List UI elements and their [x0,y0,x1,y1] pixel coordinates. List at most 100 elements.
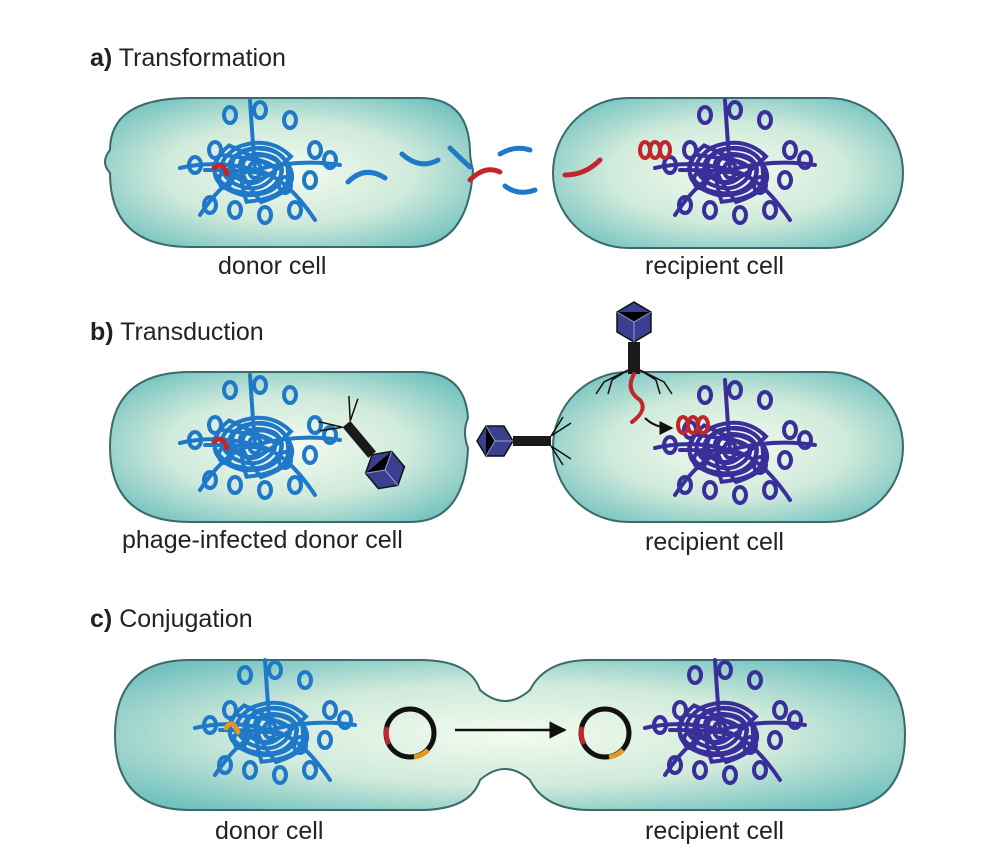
chromosome-loop [307,140,323,160]
chromosome-loop [302,760,318,780]
chromosome-loop [322,425,338,445]
chromosome-loop [217,755,233,775]
chromosome-loop [727,100,743,120]
integrated-dna-loops-b [676,415,710,435]
chromosome-loop [797,150,813,170]
chromosome-loop [762,480,778,500]
chromosome-tendril [253,168,317,222]
plasmid-donor [383,706,437,760]
phage-on-recipient [595,301,673,395]
caption-recipient-b: recipient cell [645,528,784,556]
chromosome-loop [202,195,218,215]
donor-chromosome-a [178,98,342,225]
caption-donor-b: phage-infected donor cell [122,526,403,554]
chromosome-loop [277,175,293,195]
chromosome-loop [222,380,238,400]
chromosome-loop [667,755,683,775]
chromosome-loop [257,480,273,500]
dna-fragment [502,183,538,195]
injected-dna-red [628,372,645,424]
chromosome-loop [337,710,353,730]
chromosome-loop [687,665,703,685]
phage-between-cells [476,416,572,466]
chromosome-loop [302,445,318,465]
chromosome-loop [222,700,238,720]
chromosome-tendril [723,378,732,452]
recipient-chromosome-c [643,658,807,785]
panel-title-text: Transduction [120,318,264,346]
donor-dna-red-segment-a [211,162,230,177]
donor-dna-orange-segment-c [223,721,241,735]
chromosome-tendril [718,720,807,732]
chromosome-loop [697,105,713,125]
chromosome-tendril [663,728,722,777]
chromosome-tendril [248,373,257,447]
chromosome-loop [727,380,743,400]
chromosome-tendril [253,435,342,447]
chromosome-loop [252,100,268,120]
chromosome-tendril [198,168,257,217]
chromosome-loop [682,140,698,160]
chromosome-loop [257,205,273,225]
panel-letter: a) [90,44,113,72]
chromosome-loop [237,665,253,685]
chromosome-loop [747,670,763,690]
chromosome-tendril [718,728,782,782]
recipient-chromosome-a [653,98,817,225]
panel-title-c: c) Conjugation [90,605,253,634]
phage-inside-donor [318,395,406,490]
chromosome-loop [777,450,793,470]
chromosome-loop [297,670,313,690]
chromosome-loop [302,170,318,190]
chromosome-tendril [728,168,792,222]
caption-recipient-a: recipient cell [645,252,784,280]
chromosome-loop [797,430,813,450]
chromosome-loop [267,660,283,680]
chromosome-loop [692,760,708,780]
donor-dna-red-segment-b [211,436,230,451]
chromosome-loop [202,470,218,490]
donor-chromosome-c [193,658,357,785]
chromosome-tendril [643,722,722,732]
chromosome-loop [252,375,268,395]
dna-fragment [497,145,533,157]
chromosome-loop [672,700,688,720]
chromosome-tendril [198,443,257,492]
chromosome-tendril [268,720,357,732]
chromosome-loop [322,150,338,170]
chromosome-tendril [673,168,732,217]
chromosome-loop [752,175,768,195]
chromosome-loop [762,200,778,220]
chromosome-loop [282,385,298,405]
chromosome-loop [677,195,693,215]
chromosome-loop [287,200,303,220]
chromosome-loop [207,415,223,435]
panel-title-b: b) Transduction [90,318,264,347]
chromosome-tendril [253,443,317,497]
chromosome-loop [677,475,693,495]
caption-recipient-c: recipient cell [645,817,784,845]
chromosome-loop [307,415,323,435]
chromosome-loop [227,475,243,495]
chromosome-loop [272,765,288,785]
chromosome-loop [277,450,293,470]
chromosome-tendril [673,448,732,497]
panel-letter: c) [90,605,113,633]
chromosome-loop [742,735,758,755]
chromosome-loop [782,420,798,440]
chromosome-tendril [653,442,732,452]
chromosome-loop [697,385,713,405]
chromosome-tendril [728,448,792,502]
chromosome-tendril [268,728,332,782]
caption-donor-a: donor cell [218,252,327,280]
chromosome-loop [292,735,308,755]
chromosome-tendril [213,728,272,777]
chromosome-loop [757,390,773,410]
chromosome-tendril [713,658,722,732]
chromosome-tendril [248,98,257,172]
caption-donor-c: donor cell [215,817,324,845]
injection-arrow [644,417,674,435]
chromosome-loop [752,760,768,780]
